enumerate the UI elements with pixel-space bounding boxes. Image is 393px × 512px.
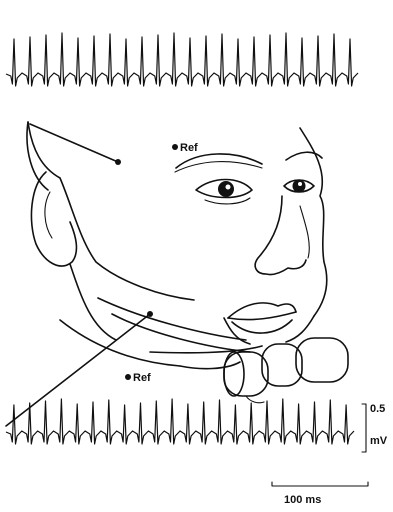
right-eye-icon xyxy=(284,180,314,193)
ref-dot-top xyxy=(172,144,178,150)
electrode-band xyxy=(60,298,250,369)
electrode-dot-neck xyxy=(147,311,153,317)
mouth xyxy=(228,303,296,333)
electrode-leads xyxy=(6,124,178,426)
ref-label-bottom: Ref xyxy=(133,372,151,384)
bottom-signal-trace xyxy=(6,399,354,444)
time-scale-bar xyxy=(272,482,368,486)
ref-label-top: Ref xyxy=(180,142,198,154)
electrode-dot-forehead xyxy=(115,159,121,165)
ear-icon xyxy=(31,172,76,266)
voltage-scale-bar xyxy=(362,404,366,452)
vibrator-device-icon xyxy=(224,338,348,403)
nose xyxy=(255,196,306,275)
time-scale-label: 100 ms xyxy=(284,494,321,506)
ref-dot-bottom xyxy=(125,374,131,380)
face-illustration xyxy=(27,122,348,403)
voltage-scale-unit: mV xyxy=(370,435,388,447)
left-eye-icon xyxy=(196,180,252,204)
voltage-scale-value: 0.5 xyxy=(370,403,385,415)
top-signal-trace xyxy=(6,33,358,86)
